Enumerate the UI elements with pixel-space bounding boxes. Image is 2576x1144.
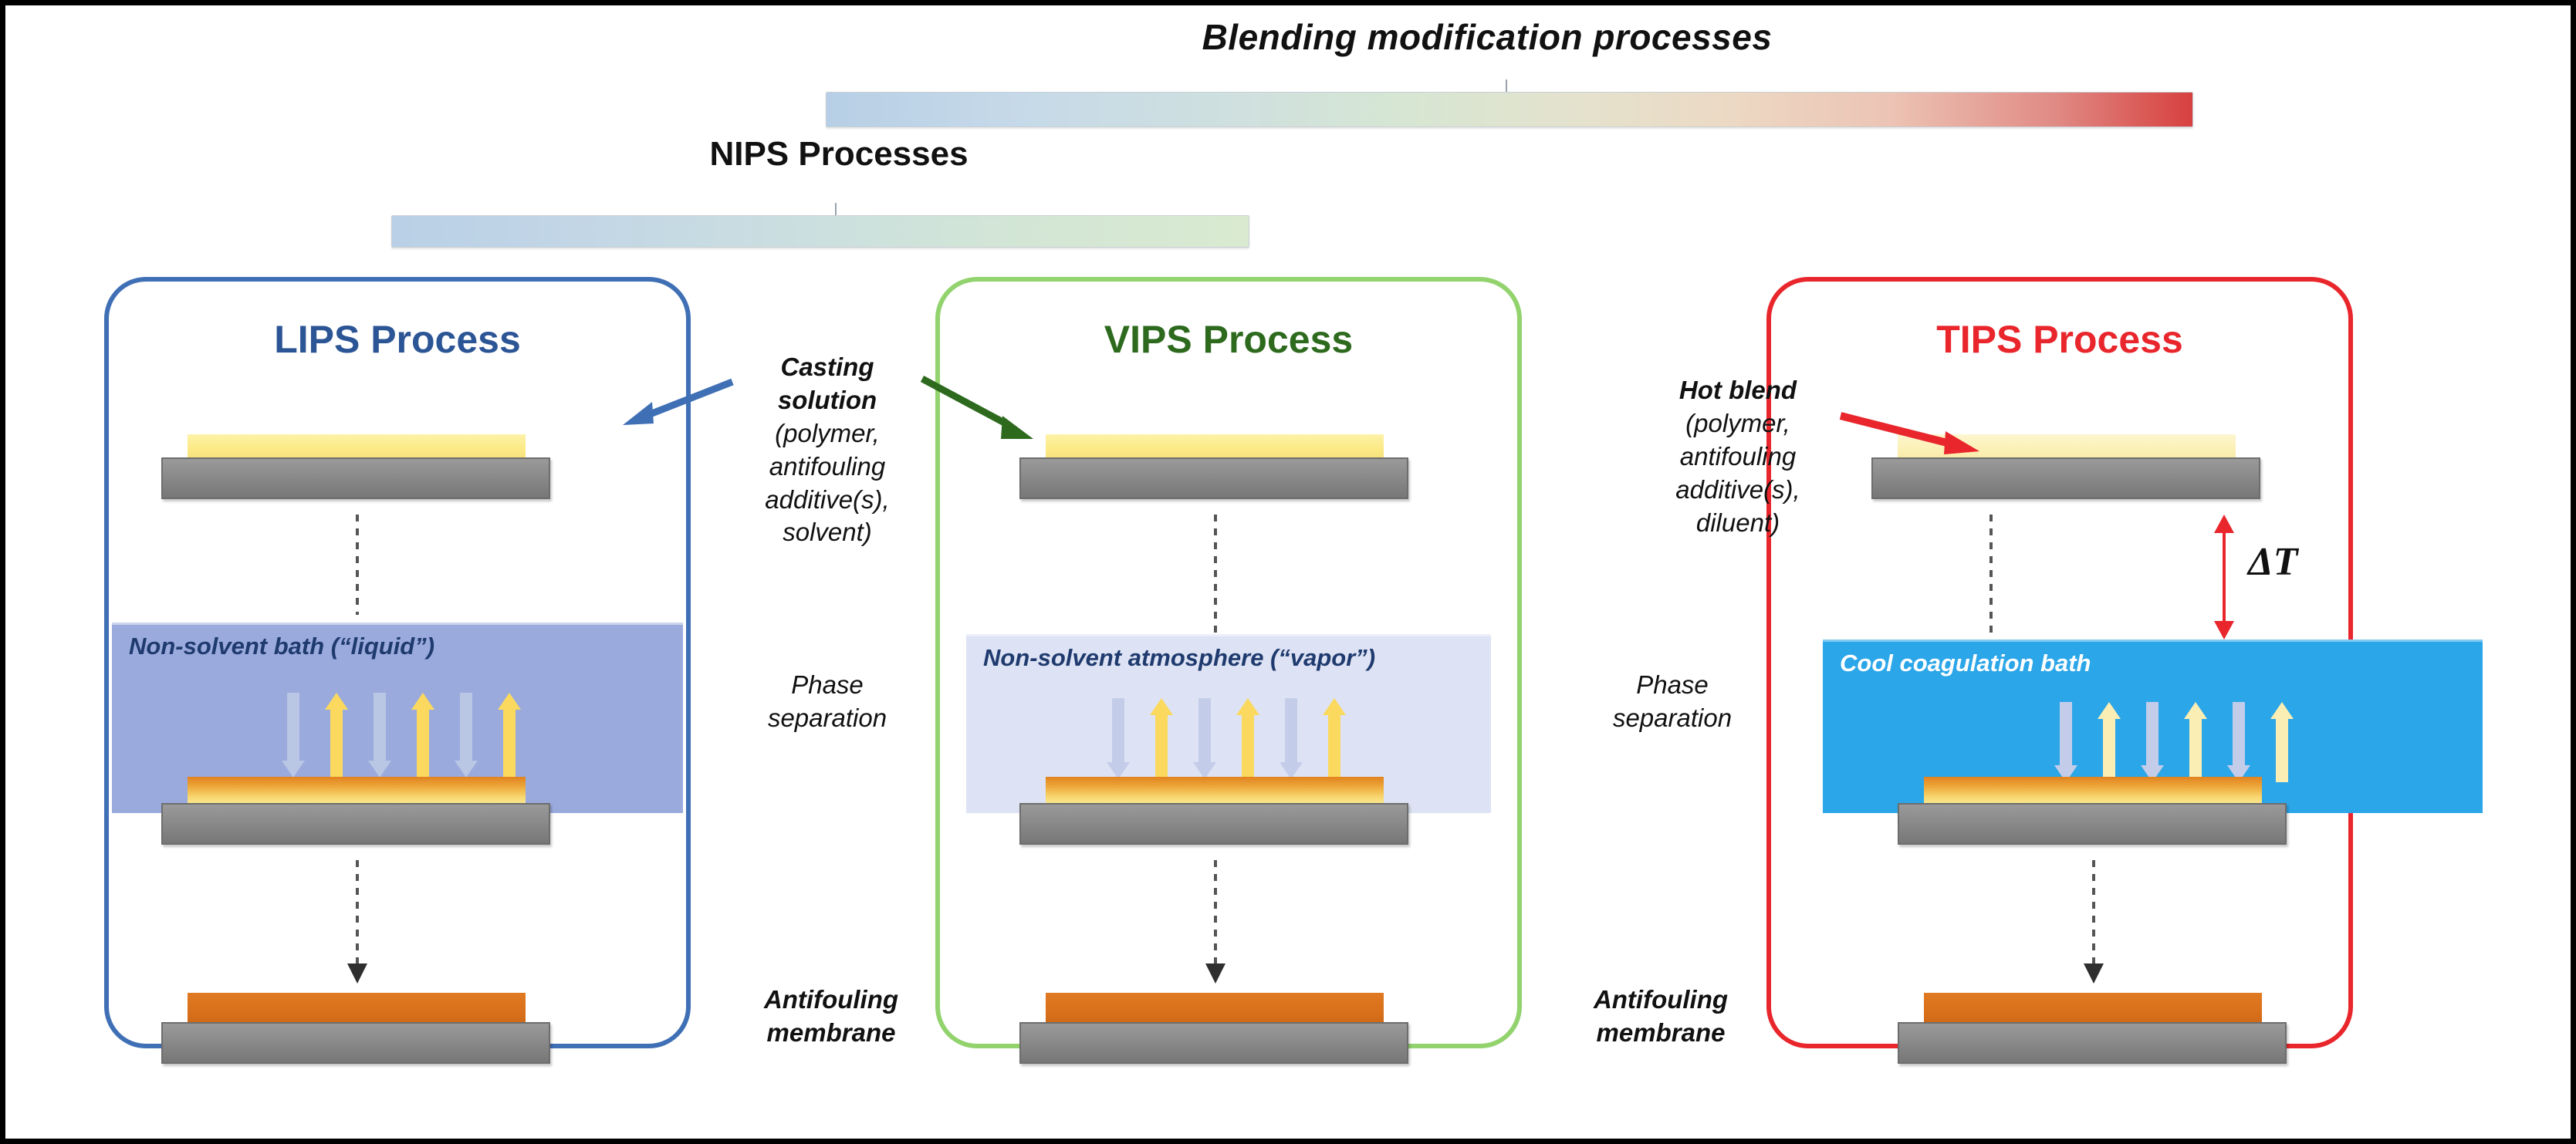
vips-cast-film	[1046, 434, 1384, 461]
blending-processes-title: Blending modification processes	[1202, 17, 1773, 57]
hot-blend-heading: Hot blend	[1678, 376, 1797, 404]
casting-solution-detail-3: additive(s),	[765, 484, 890, 514]
panel-title-tips: TIPS Process	[1936, 318, 2183, 361]
antifouling-membrane-left-line1: Antifouling	[763, 985, 899, 1014]
lips-bath-label: Non-solvent bath (“liquid”)	[129, 633, 435, 660]
tips-forming-film	[1924, 777, 2262, 806]
vips-forming-film	[1046, 777, 1384, 806]
phase-separation-right-line1: Phase	[1636, 670, 1709, 699]
tips-flow-arrow-top	[1981, 515, 2001, 638]
hot-blend-detail-2: antifouling	[1679, 441, 1797, 471]
hot-blend-detail-4: diluent)	[1695, 508, 1780, 537]
hot-blend-annotation: Hot blend (polymer, antifouling additive…	[1634, 374, 1842, 539]
hot-blend-detail-3: additive(s),	[1675, 474, 1800, 504]
antifouling-membrane-right-line2: membrane	[1596, 1017, 1726, 1047]
tips-bath-label: Cool coagulation bath	[1840, 650, 2091, 677]
casting-solution-detail-2: antifouling	[769, 451, 886, 481]
panel-title-vips: VIPS Process	[1104, 318, 1354, 361]
phase-separation-label-left: Phase separation	[719, 669, 935, 735]
delta-t-label: ΔT	[2248, 540, 2298, 584]
tips-membrane-substrate	[1898, 1022, 2287, 1064]
vips-flow-arrow-bottom	[1205, 860, 1225, 984]
lips-cast-substrate	[161, 457, 550, 499]
antifouling-membrane-label-right: Antifouling membrane	[1549, 984, 1773, 1050]
delta-t-arrow	[2214, 515, 2234, 639]
phase-separation-left-line2: separation	[767, 703, 887, 732]
vips-forming-substrate	[1019, 803, 1408, 845]
vips-cast-substrate	[1019, 457, 1408, 499]
casting-solution-detail-1: (polymer,	[775, 418, 880, 447]
casting-solution-detail-4: solvent)	[783, 518, 872, 547]
lips-membrane-substrate	[161, 1022, 550, 1064]
tips-membrane-film	[1924, 993, 2262, 1024]
casting-solution-heading-2: solution	[777, 385, 877, 414]
lips-forming-film	[188, 777, 526, 806]
blending-bracket-tick	[1506, 79, 1507, 93]
tips-flow-arrow-bottom	[2084, 860, 2104, 984]
vips-flow-arrow-top	[1205, 515, 1225, 634]
tips-forming-substrate	[1898, 803, 2287, 845]
tips-cast-substrate	[1871, 457, 2260, 499]
nips-processes-title: NIPS Processes	[709, 135, 969, 173]
lips-membrane-film	[188, 993, 526, 1024]
casting-to-lips-arrow	[623, 378, 734, 425]
panel-title-lips: LIPS Process	[274, 318, 521, 361]
lips-flow-arrow-bottom	[347, 860, 367, 984]
vips-membrane-substrate	[1019, 1022, 1408, 1064]
casting-solution-annotation: Casting solution (polymer, antifouling a…	[723, 351, 931, 549]
nips-bracket-tick	[835, 203, 837, 217]
casting-solution-heading-1: Casting	[780, 353, 874, 381]
hot-blend-detail-1: (polymer,	[1685, 408, 1790, 437]
phase-separation-label-right: Phase separation	[1564, 669, 1780, 735]
lips-forming-substrate	[161, 803, 550, 845]
antifouling-membrane-label-left: Antifouling membrane	[719, 984, 943, 1050]
antifouling-membrane-right-line1: Antifouling	[1593, 985, 1729, 1014]
nips-gradient-bar	[391, 215, 1249, 248]
vips-bath-label: Non-solvent atmosphere (“vapor”)	[983, 644, 1376, 671]
casting-to-vips-arrow	[920, 376, 1033, 439]
antifouling-membrane-left-line2: membrane	[766, 1017, 896, 1047]
blending-gradient-bar	[826, 92, 2193, 127]
hot-blend-to-tips-arrow	[1839, 412, 1979, 454]
phase-separation-right-line2: separation	[1612, 703, 1733, 732]
vips-membrane-film	[1046, 993, 1384, 1024]
lips-cast-film	[188, 434, 526, 461]
lips-flow-arrow-top	[347, 515, 367, 615]
phase-separation-left-line1: Phase	[791, 670, 864, 699]
